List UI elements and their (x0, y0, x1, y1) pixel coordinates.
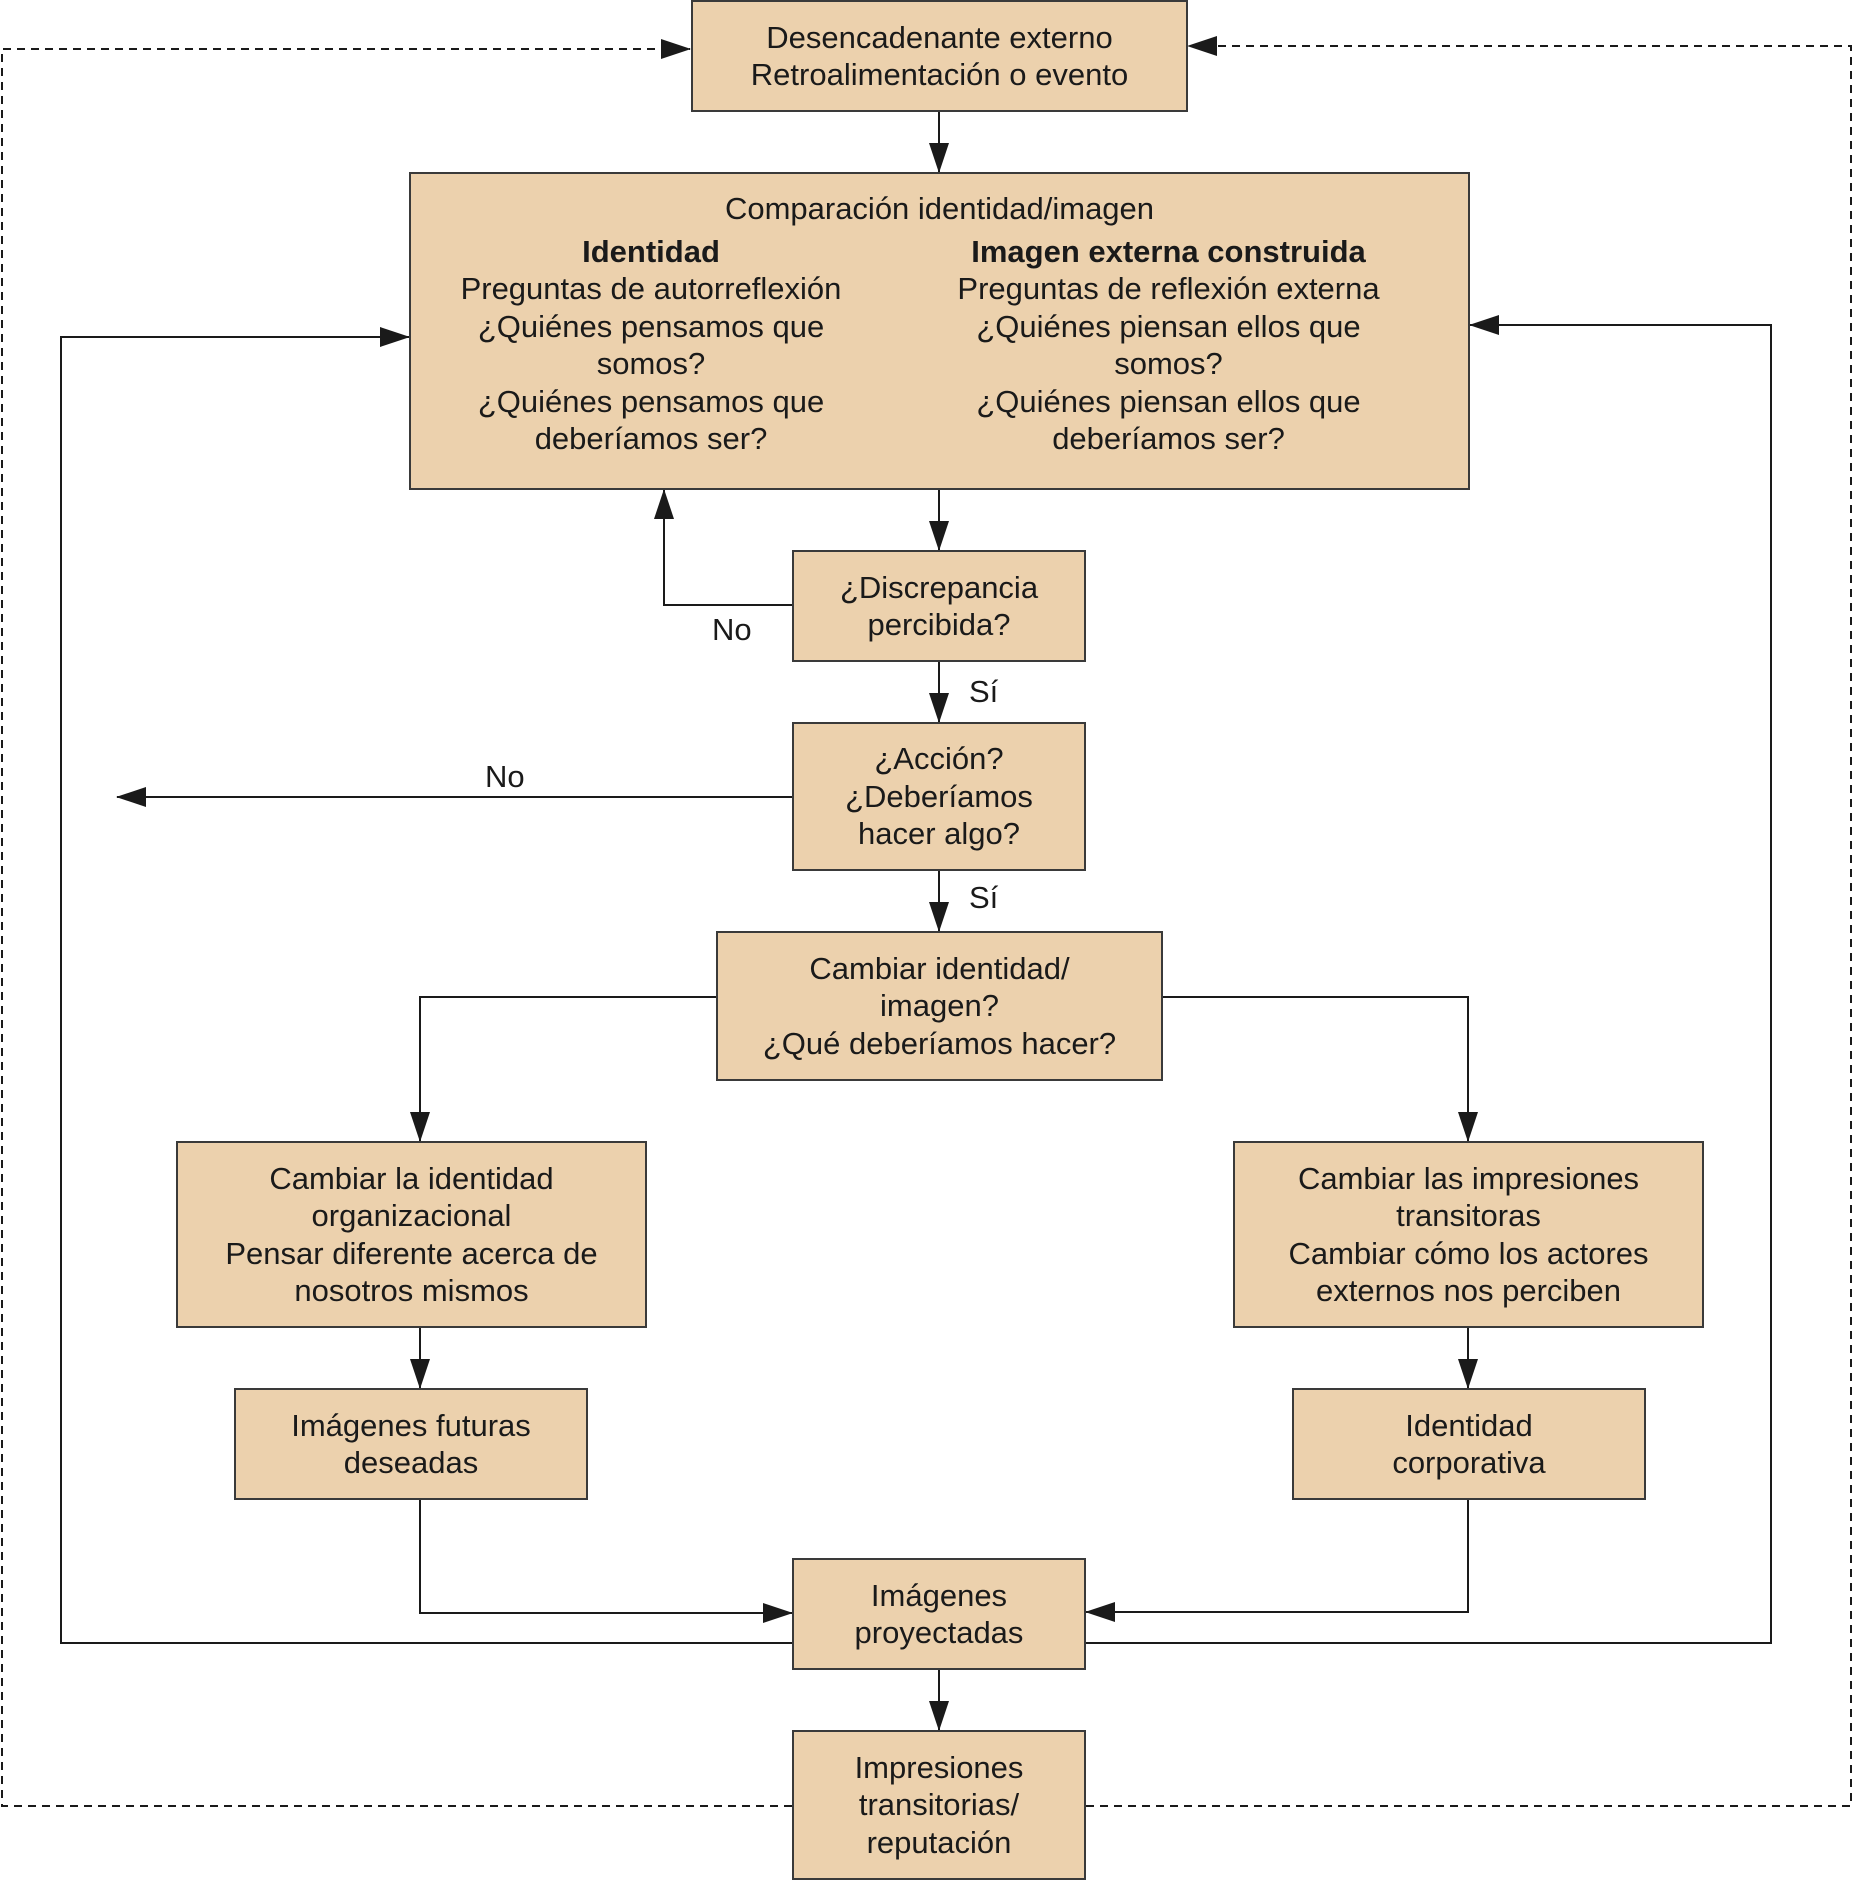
comparison-columns: Identidad Preguntas de autorreflexión ¿Q… (411, 233, 1468, 463)
arrow-corporate-to-projected (1085, 1500, 1469, 1622)
identity-line: deberíamos ser? (534, 421, 768, 456)
external-image-line: ¿Quiénes piensan ellos que (976, 308, 1361, 344)
corporate-identity-box: Identidad corporativa (1292, 1388, 1646, 1500)
arrow-change-to-identity (410, 996, 716, 1142)
change-line: imagen? (880, 988, 999, 1024)
identity-line: ¿Quiénes pensamos que (477, 383, 825, 419)
future-images-line: deseadas (343, 1445, 479, 1480)
change-impressions-line: transitoras (1396, 1198, 1541, 1233)
label-yes-discrepancy: Sí (969, 674, 999, 709)
change-line: Cambiar identidad/ (809, 950, 1070, 986)
change-identity-line: organizacional (311, 1198, 512, 1233)
projected-images-line: proyectadas (854, 1615, 1024, 1650)
change-identity-box: Cambiar la identidad organizacional Pens… (176, 1141, 647, 1328)
label-no-discrepancy: No (712, 612, 752, 647)
identity-column: Identidad Preguntas de autorreflexión ¿Q… (441, 233, 861, 458)
external-image-column: Imagen externa construida Preguntas de r… (956, 233, 1381, 458)
change-impressions-line: Cambiar las impresiones (1297, 1160, 1640, 1196)
action-line: ¿Deberíamos (845, 778, 1033, 814)
action-line: hacer algo? (857, 816, 1020, 852)
external-image-line: ¿Quiénes piensan ellos que (976, 383, 1361, 419)
change-impressions-box: Cambiar las impresiones transitoras Camb… (1233, 1141, 1704, 1328)
identity-line: somos? (596, 346, 706, 381)
future-images-line: Imágenes futuras (291, 1407, 531, 1443)
identity-line: Preguntas de autorreflexión (460, 271, 842, 306)
projected-images-box: Imágenes proyectadas (792, 1558, 1086, 1670)
change-identity-line: Cambiar la identidad (269, 1160, 554, 1196)
external-image-line: deberíamos ser? (1052, 421, 1285, 456)
arrow-discrepancy-no (654, 489, 792, 606)
external-image-line: Preguntas de reflexión externa (957, 271, 1380, 306)
corporate-identity-line: corporativa (1392, 1445, 1546, 1480)
comparison-title: Comparación identidad/imagen (724, 191, 1155, 226)
change-line: ¿Qué deberíamos hacer? (762, 1025, 1117, 1061)
trigger-line: Desencadenante externo (766, 19, 1113, 55)
action-box: ¿Acción? ¿Deberíamos hacer algo? (792, 722, 1086, 871)
external-image-heading: Imagen externa construida (971, 233, 1366, 269)
action-line: ¿Acción? (874, 741, 1004, 777)
label-no-action: No (485, 759, 525, 794)
arrow-projected-to-comparison-left (60, 327, 792, 1644)
impressions-reputation-line: transitorias/ (858, 1787, 1020, 1823)
corporate-identity-line: Identidad (1405, 1407, 1533, 1443)
trigger-box: Desencadenante externo Retroalimentación… (691, 0, 1188, 112)
change-impressions-line: externos nos perciben (1315, 1273, 1622, 1308)
discrepancy-line: percibida? (867, 607, 1011, 642)
identity-line: ¿Quiénes pensamos que (477, 308, 825, 344)
dashed-feedback-left (1, 39, 792, 1807)
projected-images-line: Imágenes (870, 1577, 1008, 1613)
label-yes-action: Sí (969, 880, 999, 915)
arrow-change-to-impressions (1163, 996, 1478, 1142)
future-images-box: Imágenes futuras deseadas (234, 1388, 588, 1500)
change-impressions-line: Cambiar cómo los actores (1288, 1235, 1649, 1271)
change-identity-line: nosotros mismos (294, 1273, 529, 1308)
arrow-projected-to-comparison-right (1086, 315, 1772, 1644)
dashed-feedback-right (1086, 36, 1852, 1807)
discrepancy-line: ¿Discrepancia (839, 569, 1039, 605)
arrow-future-to-projected (419, 1500, 793, 1623)
comparison-box: Comparación identidad/imagen Identidad P… (409, 172, 1470, 490)
impressions-reputation-box: Impresiones transitorias/ reputación (792, 1730, 1086, 1880)
external-image-line: somos? (1114, 346, 1223, 381)
impressions-reputation-line: reputación (866, 1824, 1012, 1860)
identity-heading: Identidad (582, 233, 720, 269)
change-box: Cambiar identidad/ imagen? ¿Qué deberíam… (716, 931, 1163, 1081)
impressions-reputation-line: Impresiones (854, 1749, 1024, 1785)
trigger-line: Retroalimentación o evento (750, 57, 1129, 92)
discrepancy-box: ¿Discrepancia percibida? (792, 550, 1086, 662)
change-identity-line: Pensar diferente acerca de (225, 1235, 598, 1271)
